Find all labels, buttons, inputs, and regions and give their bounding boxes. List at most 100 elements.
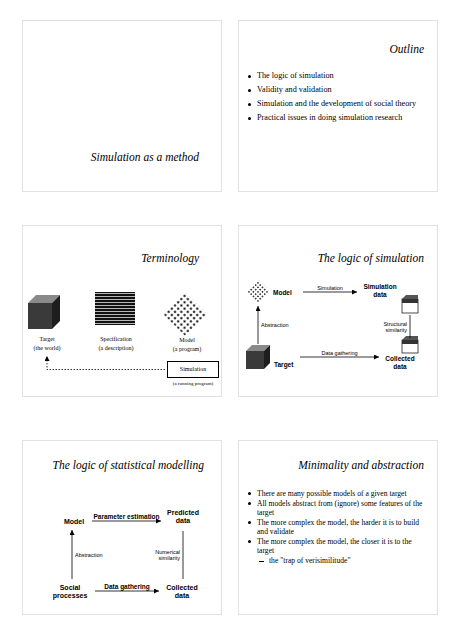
- running-program: Simulation(a running program): [165, 361, 221, 391]
- model-icon: [247, 280, 270, 303]
- sub-bullet-row: the "trap of verisimilitude": [247, 556, 429, 565]
- bullet-gutter: [247, 499, 257, 508]
- edge-label: Simulation: [317, 284, 343, 290]
- node-label: (a running program): [159, 381, 227, 387]
- bullet-gutter: [247, 489, 257, 498]
- bullet-text: Practical issues in doing simulation res…: [257, 113, 402, 123]
- bullet-gutter: [247, 113, 257, 123]
- bullet-text: There are many possible models of a give…: [257, 489, 407, 498]
- data-band: [402, 340, 418, 344]
- slide-frame: OutlineThe logic of simulationValidity a…: [238, 20, 438, 192]
- bullet-marker: [248, 103, 251, 106]
- edge-label: Structural similarity: [373, 320, 407, 332]
- description-icon: [95, 292, 135, 325]
- arrow-connector: [92, 521, 161, 522]
- bullet-list: There are many possible models of a give…: [247, 489, 429, 565]
- node-label: Collected data: [159, 584, 205, 600]
- slide-frame: Minimality and abstractionThere are many…: [238, 440, 438, 615]
- edge-label: Data gathering: [321, 349, 357, 355]
- process-node: Social processes: [45, 579, 95, 605]
- slide-frame: Simulation as a method: [22, 20, 222, 192]
- cube-side: [52, 295, 60, 329]
- bullet-text: The more complex the model, the harder i…: [257, 518, 429, 536]
- bullet-text: The logic of simulation: [257, 71, 334, 81]
- edge-label: Abstraction: [261, 322, 289, 328]
- bullet-gutter: [247, 99, 257, 109]
- arrow-connector: [183, 531, 184, 579]
- model-node: Model: [56, 514, 92, 530]
- model-node: Model: [247, 280, 303, 306]
- data-body: [402, 299, 418, 313]
- dash-marker: [259, 561, 264, 562]
- node-label: (a description): [82, 345, 150, 352]
- bullet-gutter: [247, 556, 269, 565]
- world-cube: Target(the world): [27, 294, 67, 356]
- cube-front: [246, 351, 264, 369]
- cube-top: [28, 295, 60, 303]
- bullet-text: Simulation and the development of social…: [257, 99, 416, 109]
- bullet-marker: [248, 521, 251, 524]
- data-band: [402, 299, 418, 303]
- bullet-row: All models abstract from (ignore) some f…: [247, 499, 429, 517]
- slide-title: Terminology: [141, 252, 199, 265]
- cube-front: [28, 303, 52, 329]
- data-body: [402, 340, 418, 353]
- arrow-connector: [72, 530, 73, 579]
- data-node: Predicted data: [161, 503, 205, 531]
- data-node: Collected data: [379, 338, 423, 382]
- node-label: Target: [274, 361, 300, 369]
- target-node: Target: [246, 344, 300, 374]
- node-label: Predicted data: [161, 509, 205, 525]
- node-label: Collected data: [379, 355, 421, 370]
- bullet-row: The logic of simulation: [247, 71, 429, 81]
- bullet-text: All models abstract from (ignore) some f…: [257, 499, 429, 517]
- node-label: Target: [21, 336, 73, 343]
- arrow-connector: [95, 591, 159, 592]
- slide-frame: The logic of simulationModel Simulation d…: [238, 225, 438, 397]
- arrow-connector: [300, 357, 379, 358]
- cube-icon: [246, 345, 270, 369]
- description-box: Specification(a description): [86, 291, 146, 357]
- node-label: (the world): [21, 345, 73, 352]
- data-icon: [402, 295, 418, 313]
- bullet-gutter: [247, 537, 257, 546]
- cube-top: [246, 345, 270, 351]
- bullet-row: Simulation and the development of social…: [247, 99, 429, 109]
- bullet-row: The more complex the model, the harder i…: [247, 518, 429, 536]
- arrow-connector: [410, 315, 411, 338]
- edge-label: Numerical similarity: [146, 549, 180, 561]
- cube-side: [264, 345, 270, 369]
- node-label: Social processes: [45, 584, 95, 600]
- bullet-row: Validity and validation: [247, 85, 429, 95]
- node-label: Specification: [82, 336, 150, 343]
- node-label: Simulation data: [357, 283, 403, 298]
- data-icon: [402, 336, 418, 353]
- data-node: Simulation data: [357, 281, 421, 315]
- bullet-gutter: [247, 85, 257, 95]
- node-label: Model: [273, 289, 303, 297]
- bullet-row: There are many possible models of a give…: [247, 489, 429, 498]
- bullet-marker: [248, 502, 251, 505]
- bullet-text: Validity and validation: [257, 85, 332, 95]
- node-label: Model: [161, 337, 213, 344]
- node-label: (a program): [161, 346, 213, 353]
- bullet-row: The more complex the model, the closer i…: [247, 537, 429, 555]
- arrow-connector: [303, 292, 357, 293]
- sub-bullet-text: the "trap of verisimilitude": [269, 556, 351, 565]
- slide-title: The logic of statistical modelling: [53, 459, 204, 472]
- data-flap: [402, 336, 418, 340]
- edge-label: Abstraction: [75, 551, 103, 557]
- bullet-row: Practical issues in doing simulation res…: [247, 113, 429, 123]
- bullet-marker: [248, 89, 251, 92]
- bullet-marker: [248, 117, 251, 120]
- data-node: Collected data: [159, 579, 205, 605]
- node-label: Simulation: [167, 366, 219, 373]
- edge-label: Data gathering: [104, 582, 150, 590]
- program-icon: [163, 292, 207, 336]
- slide-title: The logic of simulation: [318, 252, 424, 265]
- arrow-connector: [258, 306, 259, 344]
- dotted-connector: [47, 356, 165, 370]
- slide-title: Simulation as a method: [91, 151, 199, 164]
- node-label: Model: [56, 518, 92, 526]
